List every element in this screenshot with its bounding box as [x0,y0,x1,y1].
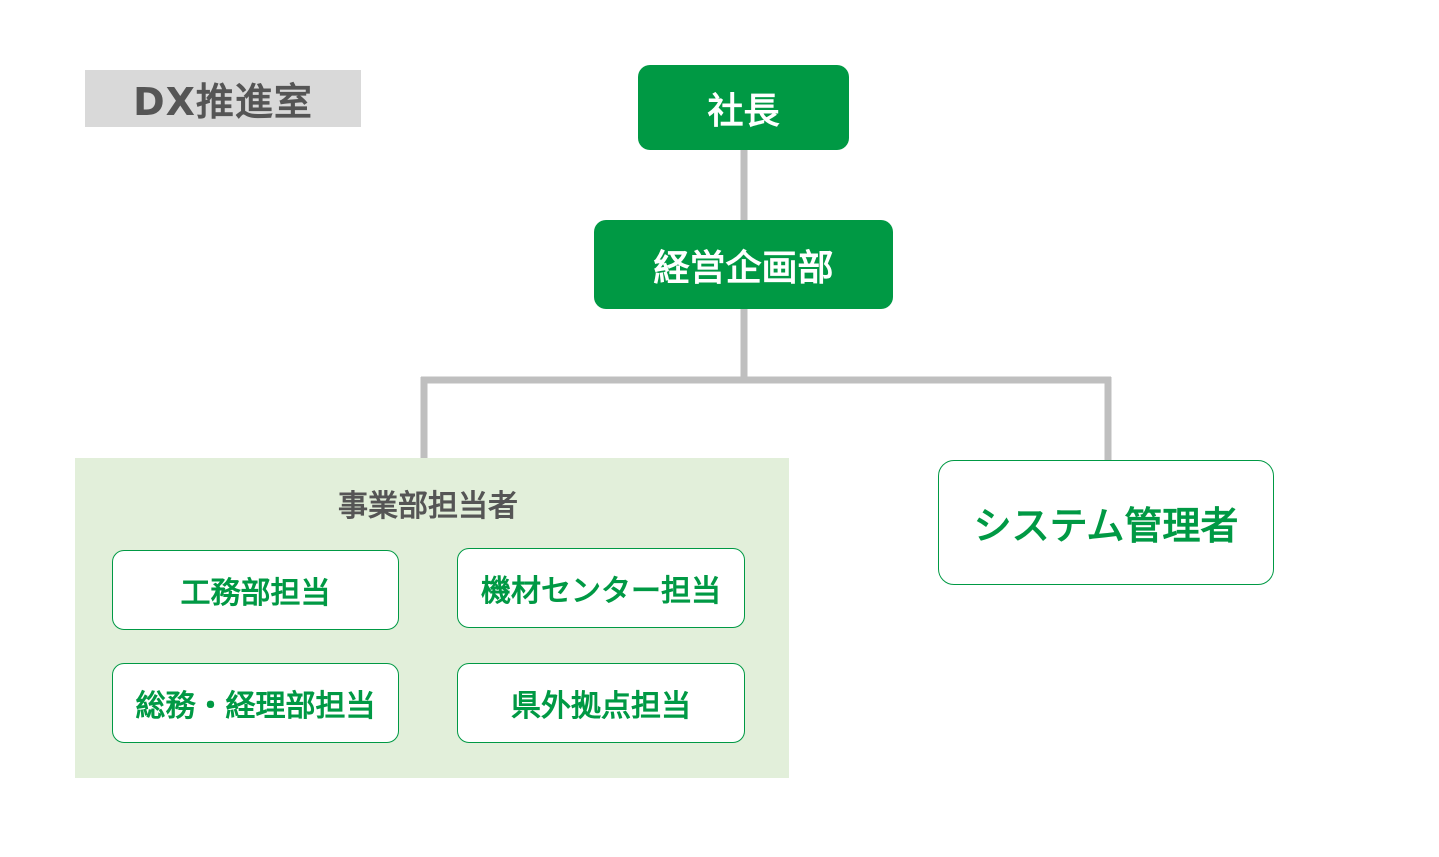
planning-dept-node: 経営企画部 [594,220,893,309]
system-admin-node: システム管理者 [938,460,1274,585]
dx-office-badge: DX推進室 [85,70,361,127]
equipment-center-node: 機材センター担当 [457,548,745,628]
construction-dept-node: 工務部担当 [112,550,399,630]
outside-prefecture-node: 県外拠点担当 [457,663,745,743]
ceo-node: 社長 [638,65,849,150]
business-group-title: 事業部担当者 [338,489,518,524]
general-accounting-node: 総務・経理部担当 [112,663,399,743]
